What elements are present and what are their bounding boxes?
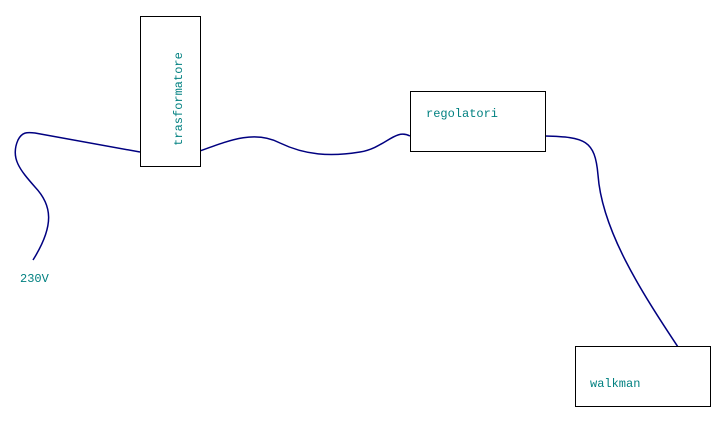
regulators-label: regolatori: [426, 107, 499, 121]
walkman-box[interactable]: walkman: [575, 346, 711, 407]
source-label: 230V: [20, 272, 49, 286]
regulators-box[interactable]: regolatori: [410, 91, 546, 152]
wire-regulators-to-walkman: [544, 135, 681, 351]
wire-source-to-transformer: [14, 131, 141, 261]
transformer-label: trasformatore: [172, 52, 186, 146]
wire-transformer-to-regulators: [199, 133, 411, 156]
walkman-label: walkman: [590, 377, 641, 391]
transformer-box[interactable]: trasformatore: [140, 16, 201, 167]
